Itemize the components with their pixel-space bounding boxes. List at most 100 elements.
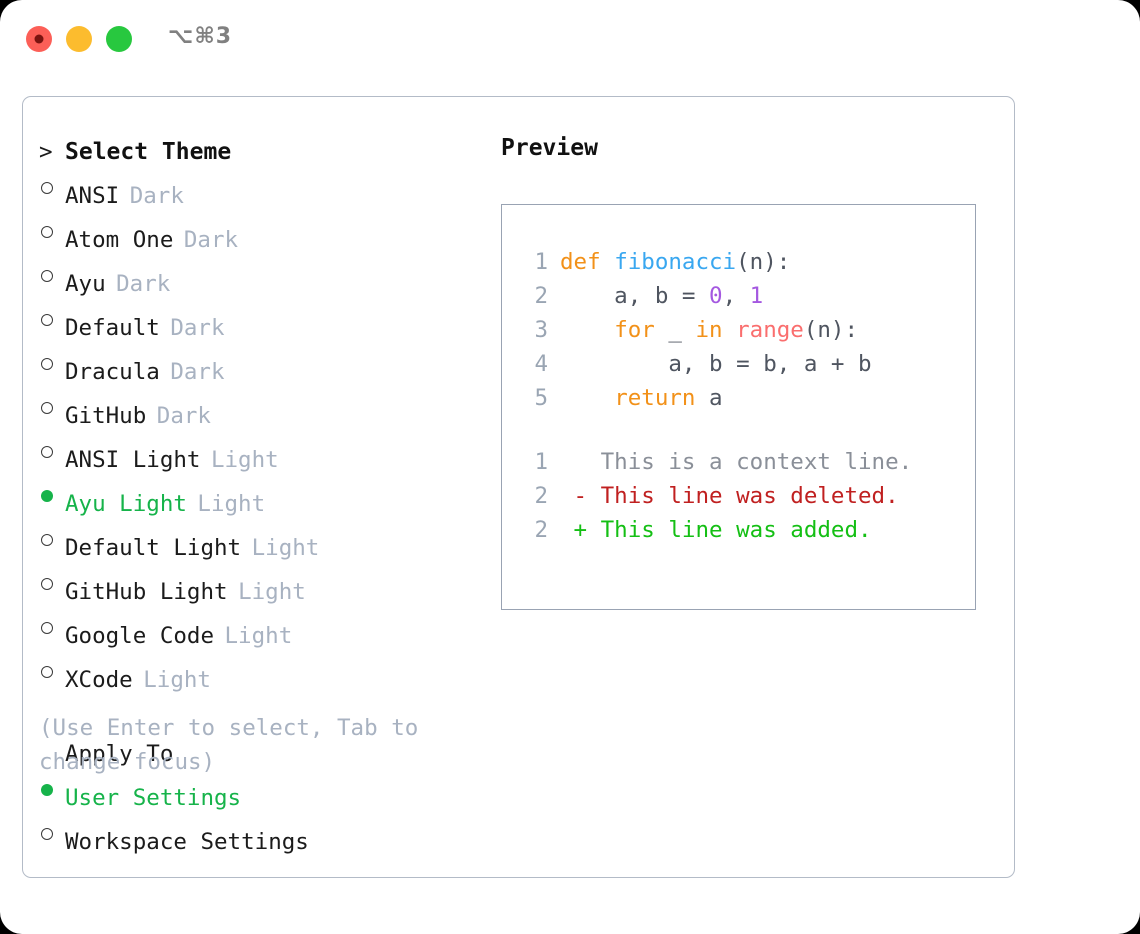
theme-option-variant: Dark [116,271,171,297]
keyboard-shortcut-label: ⌥⌘3 [168,24,233,49]
code-token: range [736,317,804,343]
theme-option-dracula[interactable]: Dracula Dark [39,345,494,389]
radio-unselected-icon[interactable] [39,565,65,599]
theme-option-name: Dracula [65,359,160,385]
code-line-number: 4 [534,351,548,377]
code-line-content: a, b = 0, 1 [560,279,763,313]
code-token: a [695,385,723,411]
theme-option-name: Google Code [65,623,215,649]
code-token: return [614,385,696,411]
apply-to-option-workspace-settings[interactable]: Workspace Settings [39,815,494,859]
theme-option-variant: Light [210,447,279,473]
preview-title: Preview [501,135,598,161]
radio-selected-icon[interactable] [39,477,65,511]
code-line-number: 3 [534,317,548,343]
radio-selected-icon[interactable] [39,771,65,805]
apply-to-heading: Apply To [39,737,494,771]
radio-unselected-icon[interactable] [39,213,65,247]
prompt-caret-icon: > [39,139,53,165]
theme-option-variant: Dark [156,403,211,429]
theme-option-name: GitHub Light [65,579,228,605]
code-token [723,317,737,343]
radio-unselected-icon[interactable] [39,521,65,555]
code-token [560,317,614,343]
apply-to-option-label: Workspace Settings [65,829,309,855]
apply-to-heading-label: Apply To [65,741,174,767]
radio-unselected-icon[interactable] [39,301,65,335]
title-bar: ⌥⌘3 [0,0,1140,78]
code-line-number: 2 [534,283,548,309]
radio-unselected-icon[interactable] [39,609,65,643]
radio-unselected-icon[interactable] [39,815,65,849]
theme-option-name: Default [65,315,160,341]
record-indicator-icon [34,34,44,44]
diff-line-number: 2 [534,517,548,543]
code-token: _ [654,317,696,343]
theme-option-atom-one[interactable]: Atom One Dark [39,213,494,257]
diff-line: 1 This is a context line. [518,445,975,479]
diff-line-number: 2 [534,483,548,509]
theme-option-name: Default Light [65,535,242,561]
radio-unselected-icon[interactable] [39,169,65,203]
code-line-number: 1 [534,249,548,275]
code-line-content: return a [560,381,723,415]
code-token: 0 [709,283,723,309]
theme-option-xcode[interactable]: XCode Light [39,653,494,697]
theme-option-name: ANSI [65,183,120,209]
diff-line-content: + This line was added. [560,517,872,543]
code-token: , [722,283,750,309]
code-token: a, b = b, a + b [560,351,872,377]
diff-line: 2 + This line was added. [518,513,975,547]
code-line: 5 return a [518,381,975,415]
apply-to-option-label: User Settings [65,785,242,811]
code-token [560,385,614,411]
code-token: in [695,317,723,343]
radio-unselected-icon[interactable] [39,389,65,423]
code-token: 1 [749,283,764,309]
apply-to-option-user-settings[interactable]: User Settings [39,771,494,815]
code-line-content: for _ in range(n): [560,313,858,347]
diff-line: 2 - This line was deleted. [518,479,975,513]
code-token: (n): [736,249,791,275]
theme-option-variant: Dark [183,227,239,253]
maximize-button[interactable] [106,26,132,52]
radio-unselected-icon[interactable] [39,345,65,379]
theme-option-name: Atom One [65,227,174,253]
code-token: for [614,317,655,343]
select-theme-heading: > Select Theme [39,135,494,169]
code-line: 4 a, b = b, a + b [518,347,975,381]
theme-option-variant: Light [143,667,211,693]
diff-line-list: 1 This is a context line.2 - This line w… [518,445,975,547]
close-button[interactable] [26,26,52,52]
radio-unselected-icon[interactable] [39,257,65,291]
theme-option-variant: Dark [170,359,225,385]
minimize-button[interactable] [66,26,92,52]
code-line-content: def fibonacci(n): [560,245,790,279]
theme-option-variant: Light [197,491,266,517]
keyboard-hint: (Use Enter to select, Tab to change focu… [39,715,419,775]
code-token: a, b = [560,283,710,309]
select-theme-heading-label: Select Theme [65,139,232,165]
code-token: (n): [803,317,859,343]
code-line: 3 for _ in range(n): [518,313,975,347]
theme-option-name: XCode [65,667,133,693]
diff-line-content: This is a context line. [560,449,913,475]
radio-unselected-icon[interactable] [39,433,65,467]
code-line: 2 a, b = 0, 1 [518,279,975,313]
radio-unselected-icon[interactable] [39,653,65,687]
